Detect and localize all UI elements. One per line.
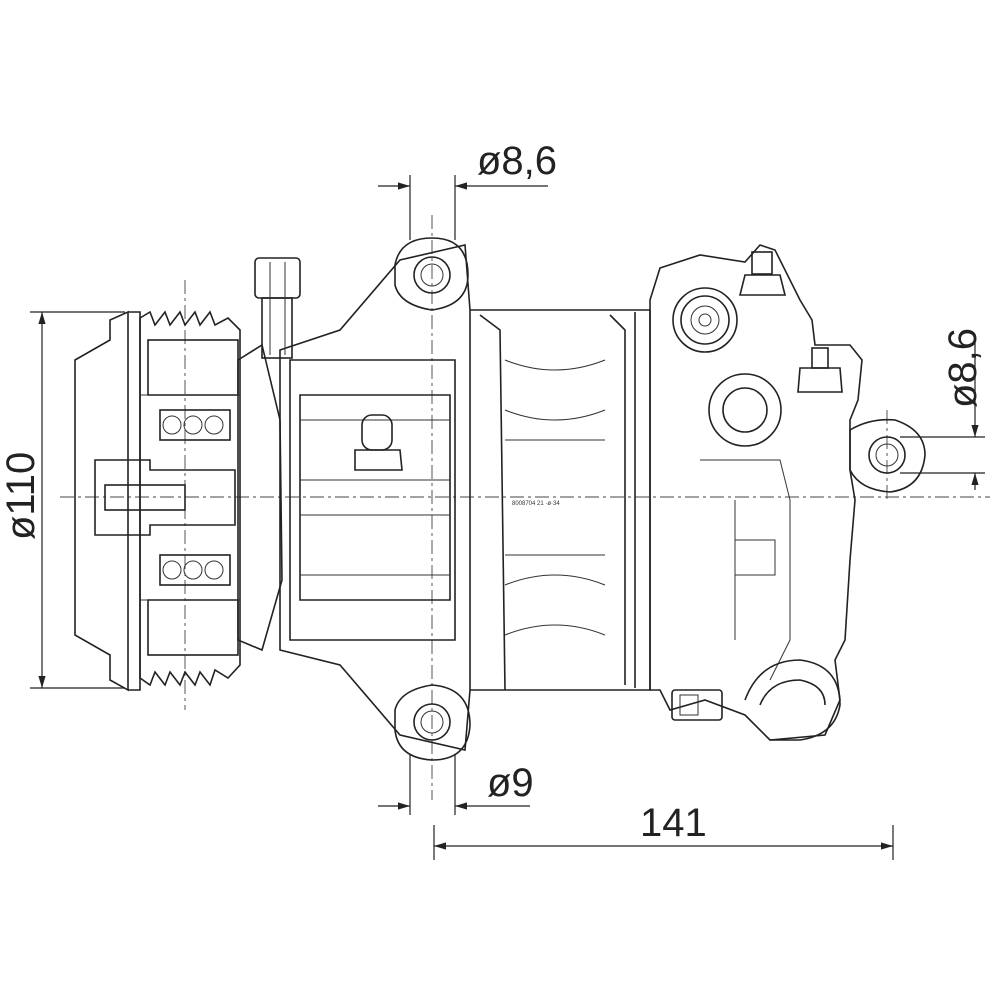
dim-label-length: 141 — [640, 801, 707, 845]
dim-bottom-hole — [378, 755, 530, 815]
dim-pulley — [30, 311, 125, 689]
housing-marking: 8008704 21 ·ø·34 — [512, 501, 560, 507]
mount-ear-top — [394, 237, 469, 311]
dim-right-hole — [900, 340, 985, 490]
rear-head — [649, 244, 926, 741]
pulley-clutch — [74, 310, 283, 692]
centre-lines — [60, 215, 990, 800]
dim-label-bottom-hole: ø9 — [487, 761, 534, 805]
dim-length — [433, 825, 894, 860]
dim-label-top-hole: ø8,6 — [477, 139, 557, 183]
cylinder-body: 8008704 21 ·ø·34 — [470, 309, 651, 691]
dim-label-right-hole: ø8,6 — [941, 328, 985, 408]
mount-ear-bottom — [394, 684, 471, 761]
dim-top-hole — [378, 175, 548, 240]
dim-label-pulley: ø110 — [0, 452, 43, 540]
front-housing — [254, 244, 471, 751]
